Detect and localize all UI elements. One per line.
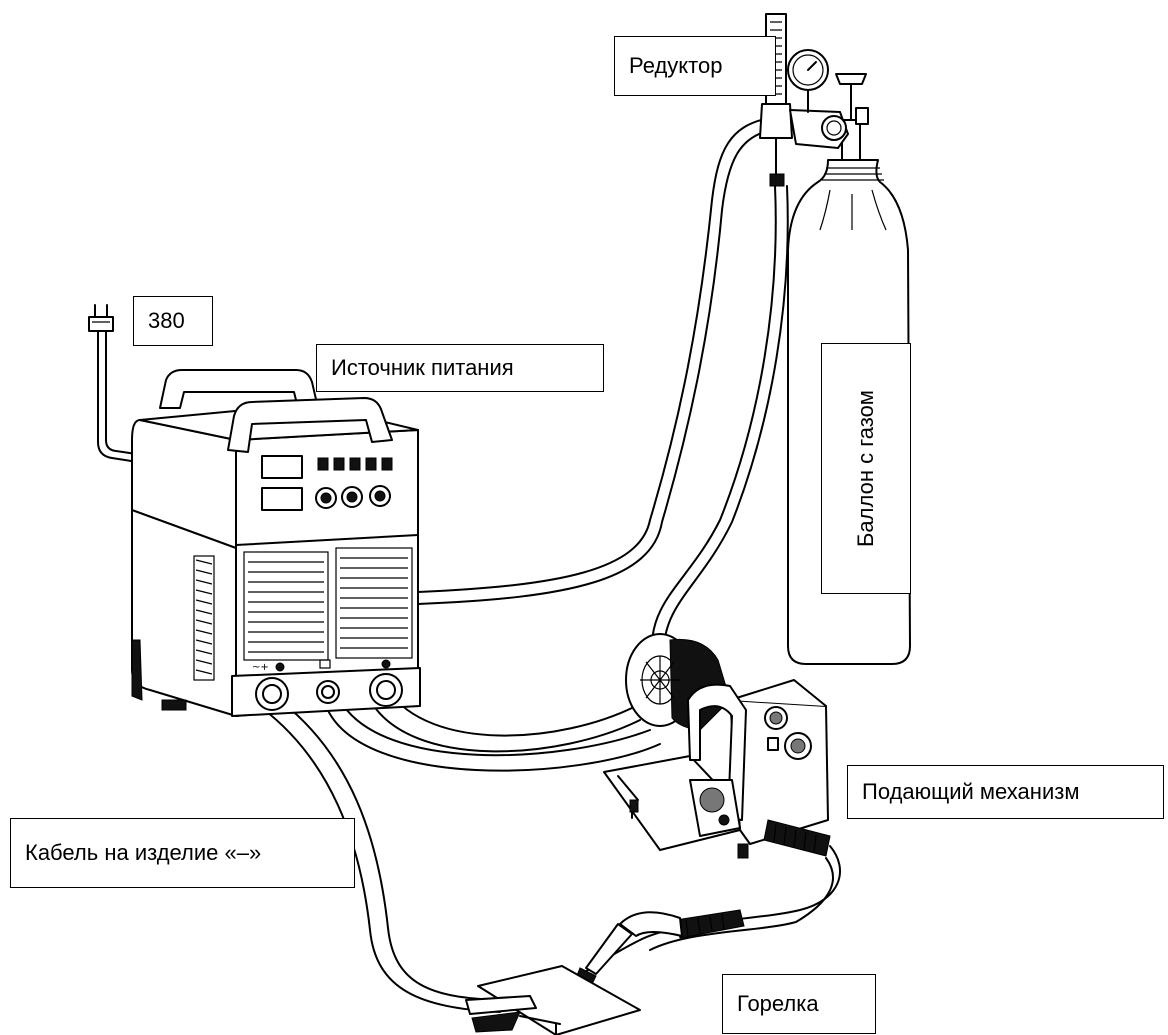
label-wire-feeder: Подающий механизм <box>847 765 1164 819</box>
wire-feeder-icon <box>603 633 831 859</box>
mode-switches <box>317 457 393 471</box>
label-torch: Горелка <box>722 974 876 1034</box>
label-reducer: Редуктор <box>614 36 776 96</box>
gas-hose <box>417 117 773 605</box>
label-power-source: Источник питания <box>316 344 604 392</box>
side-vents <box>193 555 215 681</box>
ground-clamp-icon <box>465 995 561 1033</box>
feeder-gas-hose <box>650 185 789 651</box>
svg-text:~+: ~+ <box>252 662 269 673</box>
front-vents <box>243 547 413 661</box>
label-work-cable: Кабель на изделие «–» <box>10 818 355 888</box>
control-knobs <box>315 485 391 509</box>
power-plug-icon <box>88 304 114 332</box>
welding-inverter-icon: ~+ <box>131 369 421 717</box>
work-cable <box>261 701 501 1013</box>
mig-torch-icon <box>575 909 745 985</box>
gas-regulator-icon <box>759 13 849 187</box>
label-gas-cylinder: Баллон с газом <box>821 343 911 594</box>
feeder-power-cable <box>325 689 661 772</box>
label-plug-voltage: 380 <box>133 296 213 346</box>
plug-cord <box>97 329 151 465</box>
